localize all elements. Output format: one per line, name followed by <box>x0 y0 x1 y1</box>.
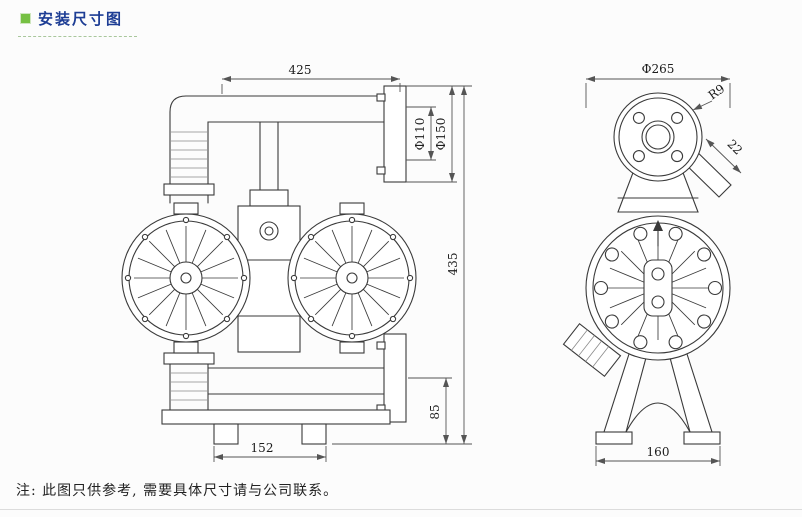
bottom-tube-collar <box>163 352 215 365</box>
dim-text-152: 152 <box>251 441 274 455</box>
dim-flange-bore: Φ110 <box>406 106 436 161</box>
stand-left-foot <box>595 431 633 445</box>
dim-foot-spacing: 152 <box>213 441 327 462</box>
center-air-body <box>237 121 301 353</box>
pump-side-view: Φ265 R9 22 160 <box>562 62 745 466</box>
air-valve-port <box>259 221 279 241</box>
top-discharge-flange <box>376 85 407 183</box>
wheel-hub <box>643 259 673 317</box>
air-inlet-collar <box>249 189 289 207</box>
dim-text-160: 160 <box>647 445 670 459</box>
dim-inlet-height: 85 <box>408 377 452 444</box>
cap-bolts <box>632 111 684 163</box>
right-chamber-hub <box>335 261 369 295</box>
bottom-divider <box>0 509 802 510</box>
top-muffler-hatch <box>171 131 207 178</box>
pump-front-view: 425 Φ110 Φ150 435 <box>121 63 472 462</box>
right-foot <box>301 423 327 445</box>
bottom-muffler-hatch <box>171 363 207 401</box>
dim-overall-height: 435 <box>332 86 472 445</box>
wheel-bolts <box>593 226 723 350</box>
base-plate <box>161 409 391 445</box>
right-chamber-top-clamp <box>339 202 365 215</box>
air-motor-cap <box>613 92 703 182</box>
left-chamber-bolts <box>124 216 248 340</box>
dim-text-85: 85 <box>428 404 442 419</box>
dim-text-22: 22 <box>724 137 745 158</box>
right-chamber-bottom-clamp <box>339 341 365 354</box>
bottom-manifold-tube <box>163 352 385 413</box>
dim-corner-radius: R9 <box>692 81 728 111</box>
dim-text-phi150: Φ150 <box>434 118 448 151</box>
bottom-suction-flange <box>376 333 407 423</box>
dim-text-phi265: Φ265 <box>642 62 675 76</box>
stand-base <box>595 353 721 445</box>
left-chamber-bottom-clamp <box>173 341 199 354</box>
cap-center-hole <box>641 120 675 154</box>
dim-text-435: 435 <box>446 253 460 276</box>
reference-note: 注: 此图只供参考, 需要具体尺寸请与公司联系。 <box>16 483 339 499</box>
green-bullet-icon <box>20 13 31 24</box>
page-title: 安装尺寸图 <box>38 10 124 28</box>
dim-top-width: 425 <box>221 63 401 94</box>
dim-text-phi110: Φ110 <box>413 118 427 151</box>
top-tube-collar <box>163 183 215 196</box>
dim-text-425: 425 <box>289 63 312 77</box>
dim-text-r9: R9 <box>706 81 728 102</box>
dim-top-diameter: Φ265 <box>585 62 731 108</box>
left-foot <box>213 423 239 445</box>
dim-base-width: 160 <box>595 445 721 466</box>
side-chamber-wheel <box>585 215 731 361</box>
stand-right-leg <box>668 353 713 433</box>
flow-direction-arrow <box>653 220 663 247</box>
left-diaphragm-chamber <box>121 202 251 354</box>
right-chamber-bolts <box>290 216 414 340</box>
side-muffler <box>562 322 622 378</box>
left-chamber-hub <box>169 261 203 295</box>
neck-bracket <box>617 169 699 213</box>
left-chamber-top-clamp <box>173 202 199 215</box>
section-header: 安装尺寸图 <box>18 8 138 37</box>
top-manifold-tube <box>163 95 385 204</box>
stand-right-foot <box>683 431 721 445</box>
right-diaphragm-chamber <box>287 202 417 354</box>
